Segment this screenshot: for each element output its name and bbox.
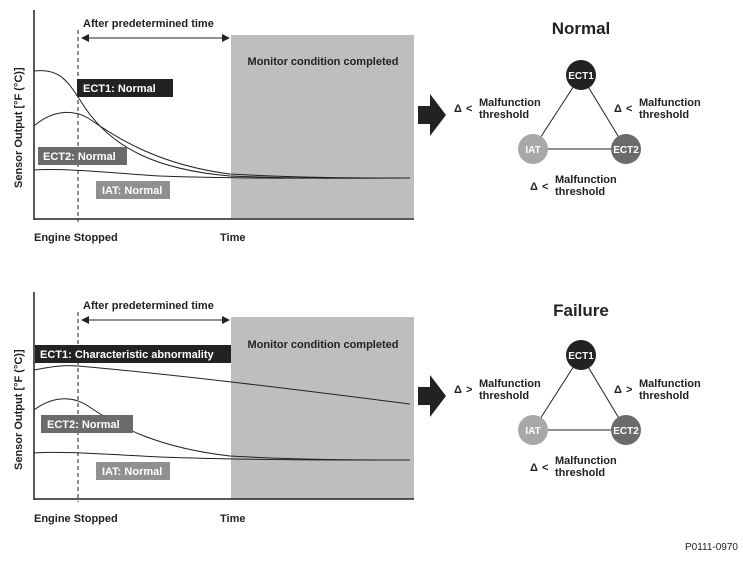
threshold-right-line1: Malfunction [639, 378, 701, 390]
ect1-curve [33, 365, 411, 405]
node-ect1-label: ECT1 [568, 351, 594, 362]
node-ect1 [566, 340, 596, 370]
delta-icon: Δ [530, 462, 538, 474]
delta-icon: Δ [454, 384, 462, 396]
node-ect2-label: ECT2 [613, 426, 639, 437]
node-iat [518, 415, 548, 445]
after-time-label: After predetermined time [83, 300, 214, 312]
delta-icon: Δ [454, 103, 462, 115]
comparator-left: > [466, 384, 472, 396]
ect2-label-box [41, 415, 133, 433]
y-axis-label: Sensor Output [°F (°C)] [13, 67, 25, 188]
node-iat [518, 134, 548, 164]
threshold-left-line1: Malfunction [479, 97, 541, 109]
comparator-bottom: < [542, 462, 548, 474]
node-iat-label: IAT [525, 145, 540, 156]
monitor-region [231, 317, 414, 499]
monitor-label: Monitor condition completed [248, 339, 399, 351]
x-start-label: Engine Stopped [34, 232, 118, 244]
ect1-label: ECT1: Normal [83, 83, 156, 95]
iat-label: IAT: Normal [102, 185, 162, 197]
x-time-label: Time [220, 513, 245, 525]
monitor-label: Monitor condition completed [248, 56, 399, 68]
threshold-right-line2: threshold [639, 390, 689, 402]
status-title: Normal [552, 19, 611, 38]
threshold-bottom-line1: Malfunction [555, 174, 617, 186]
ect2-label: ECT2: Normal [47, 419, 120, 431]
panel-failure: Monitor condition completed After predet… [13, 292, 701, 525]
iat-curve [33, 168, 411, 179]
x-time-label: Time [220, 232, 245, 244]
node-ect2-label: ECT2 [613, 145, 639, 156]
node-iat-label: IAT [525, 426, 540, 437]
comparator-bottom: < [542, 181, 548, 193]
result-arrow [418, 94, 446, 136]
y-axis-label: Sensor Output [°F (°C)] [13, 349, 25, 470]
panel-normal: Monitor condition completed After predet… [13, 10, 701, 244]
threshold-right-line2: threshold [639, 109, 689, 121]
node-ect2 [611, 415, 641, 445]
node-ect1-label: ECT1 [568, 71, 594, 82]
threshold-left-line2: threshold [479, 390, 529, 402]
threshold-bottom-line2: threshold [555, 186, 605, 198]
ect1-label-box [35, 345, 231, 363]
iat-label: IAT: Normal [102, 466, 162, 478]
threshold-left-line2: threshold [479, 109, 529, 121]
ect1-label-box [77, 79, 173, 97]
comparator-left: < [466, 103, 472, 115]
ect2-label: ECT2: Normal [43, 151, 116, 163]
threshold-right-line1: Malfunction [639, 97, 701, 109]
delta-icon: Δ [614, 384, 622, 396]
delta-icon: Δ [614, 103, 622, 115]
ect1-label: ECT1: Characteristic abnormality [40, 349, 214, 361]
ect2-label-box [38, 147, 127, 165]
node-ect1 [566, 60, 596, 90]
figure-code: P0111-0970 [685, 542, 738, 553]
comparator-right: < [626, 103, 632, 115]
node-ect2 [611, 134, 641, 164]
threshold-left-line1: Malfunction [479, 378, 541, 390]
after-time-label: After predetermined time [83, 18, 214, 30]
threshold-bottom-line1: Malfunction [555, 455, 617, 467]
result-arrow [418, 375, 446, 417]
iat-label-box [96, 181, 170, 199]
delta-icon: Δ [530, 181, 538, 193]
comparator-right: > [626, 384, 632, 396]
iat-curve [33, 451, 411, 461]
status-title: Failure [553, 301, 609, 320]
threshold-bottom-line2: threshold [555, 467, 605, 479]
iat-label-box [96, 462, 170, 480]
x-start-label: Engine Stopped [34, 513, 118, 525]
monitor-region [231, 35, 414, 218]
